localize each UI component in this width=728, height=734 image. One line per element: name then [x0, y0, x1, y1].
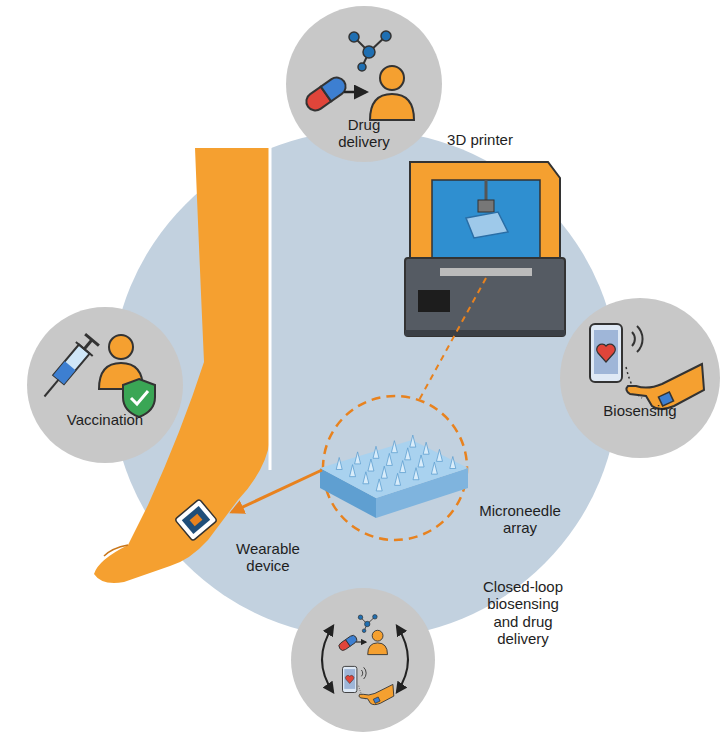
use-case-circle: Vaccination: [27, 307, 183, 463]
microneedle-array-illustration: [232, 396, 468, 540]
use-case-circle: Biosensing: [560, 298, 720, 458]
node-label: Drug delivery: [324, 116, 404, 151]
circle-shape: [27, 307, 183, 463]
part-label: 3D printer: [425, 131, 535, 148]
circle-outline: [291, 588, 435, 732]
use-case-icon: [303, 31, 414, 120]
node-label: Closed-loop biosensing and drug delivery: [473, 578, 573, 647]
circle-shape: [291, 588, 435, 732]
circle-outline: [27, 307, 183, 463]
use-case-icon: [322, 615, 408, 705]
printer-illustration: [405, 162, 565, 402]
use-case-icon: [36, 333, 155, 417]
node-label: Vaccination: [45, 411, 165, 428]
circle-shape: [560, 298, 720, 458]
central-circle: [111, 130, 619, 638]
use-case-circle: Drug delivery: [286, 6, 442, 162]
use-case-icon: [590, 324, 704, 409]
use-case-circle: Closed-loop biosensing and drug delivery: [291, 588, 435, 732]
node-label: Biosensing: [580, 402, 700, 419]
part-label: Microneedle array: [474, 502, 566, 537]
circle-outline: [286, 6, 442, 162]
part-label: Wearable device: [226, 540, 310, 575]
circle-outline: [560, 298, 720, 458]
